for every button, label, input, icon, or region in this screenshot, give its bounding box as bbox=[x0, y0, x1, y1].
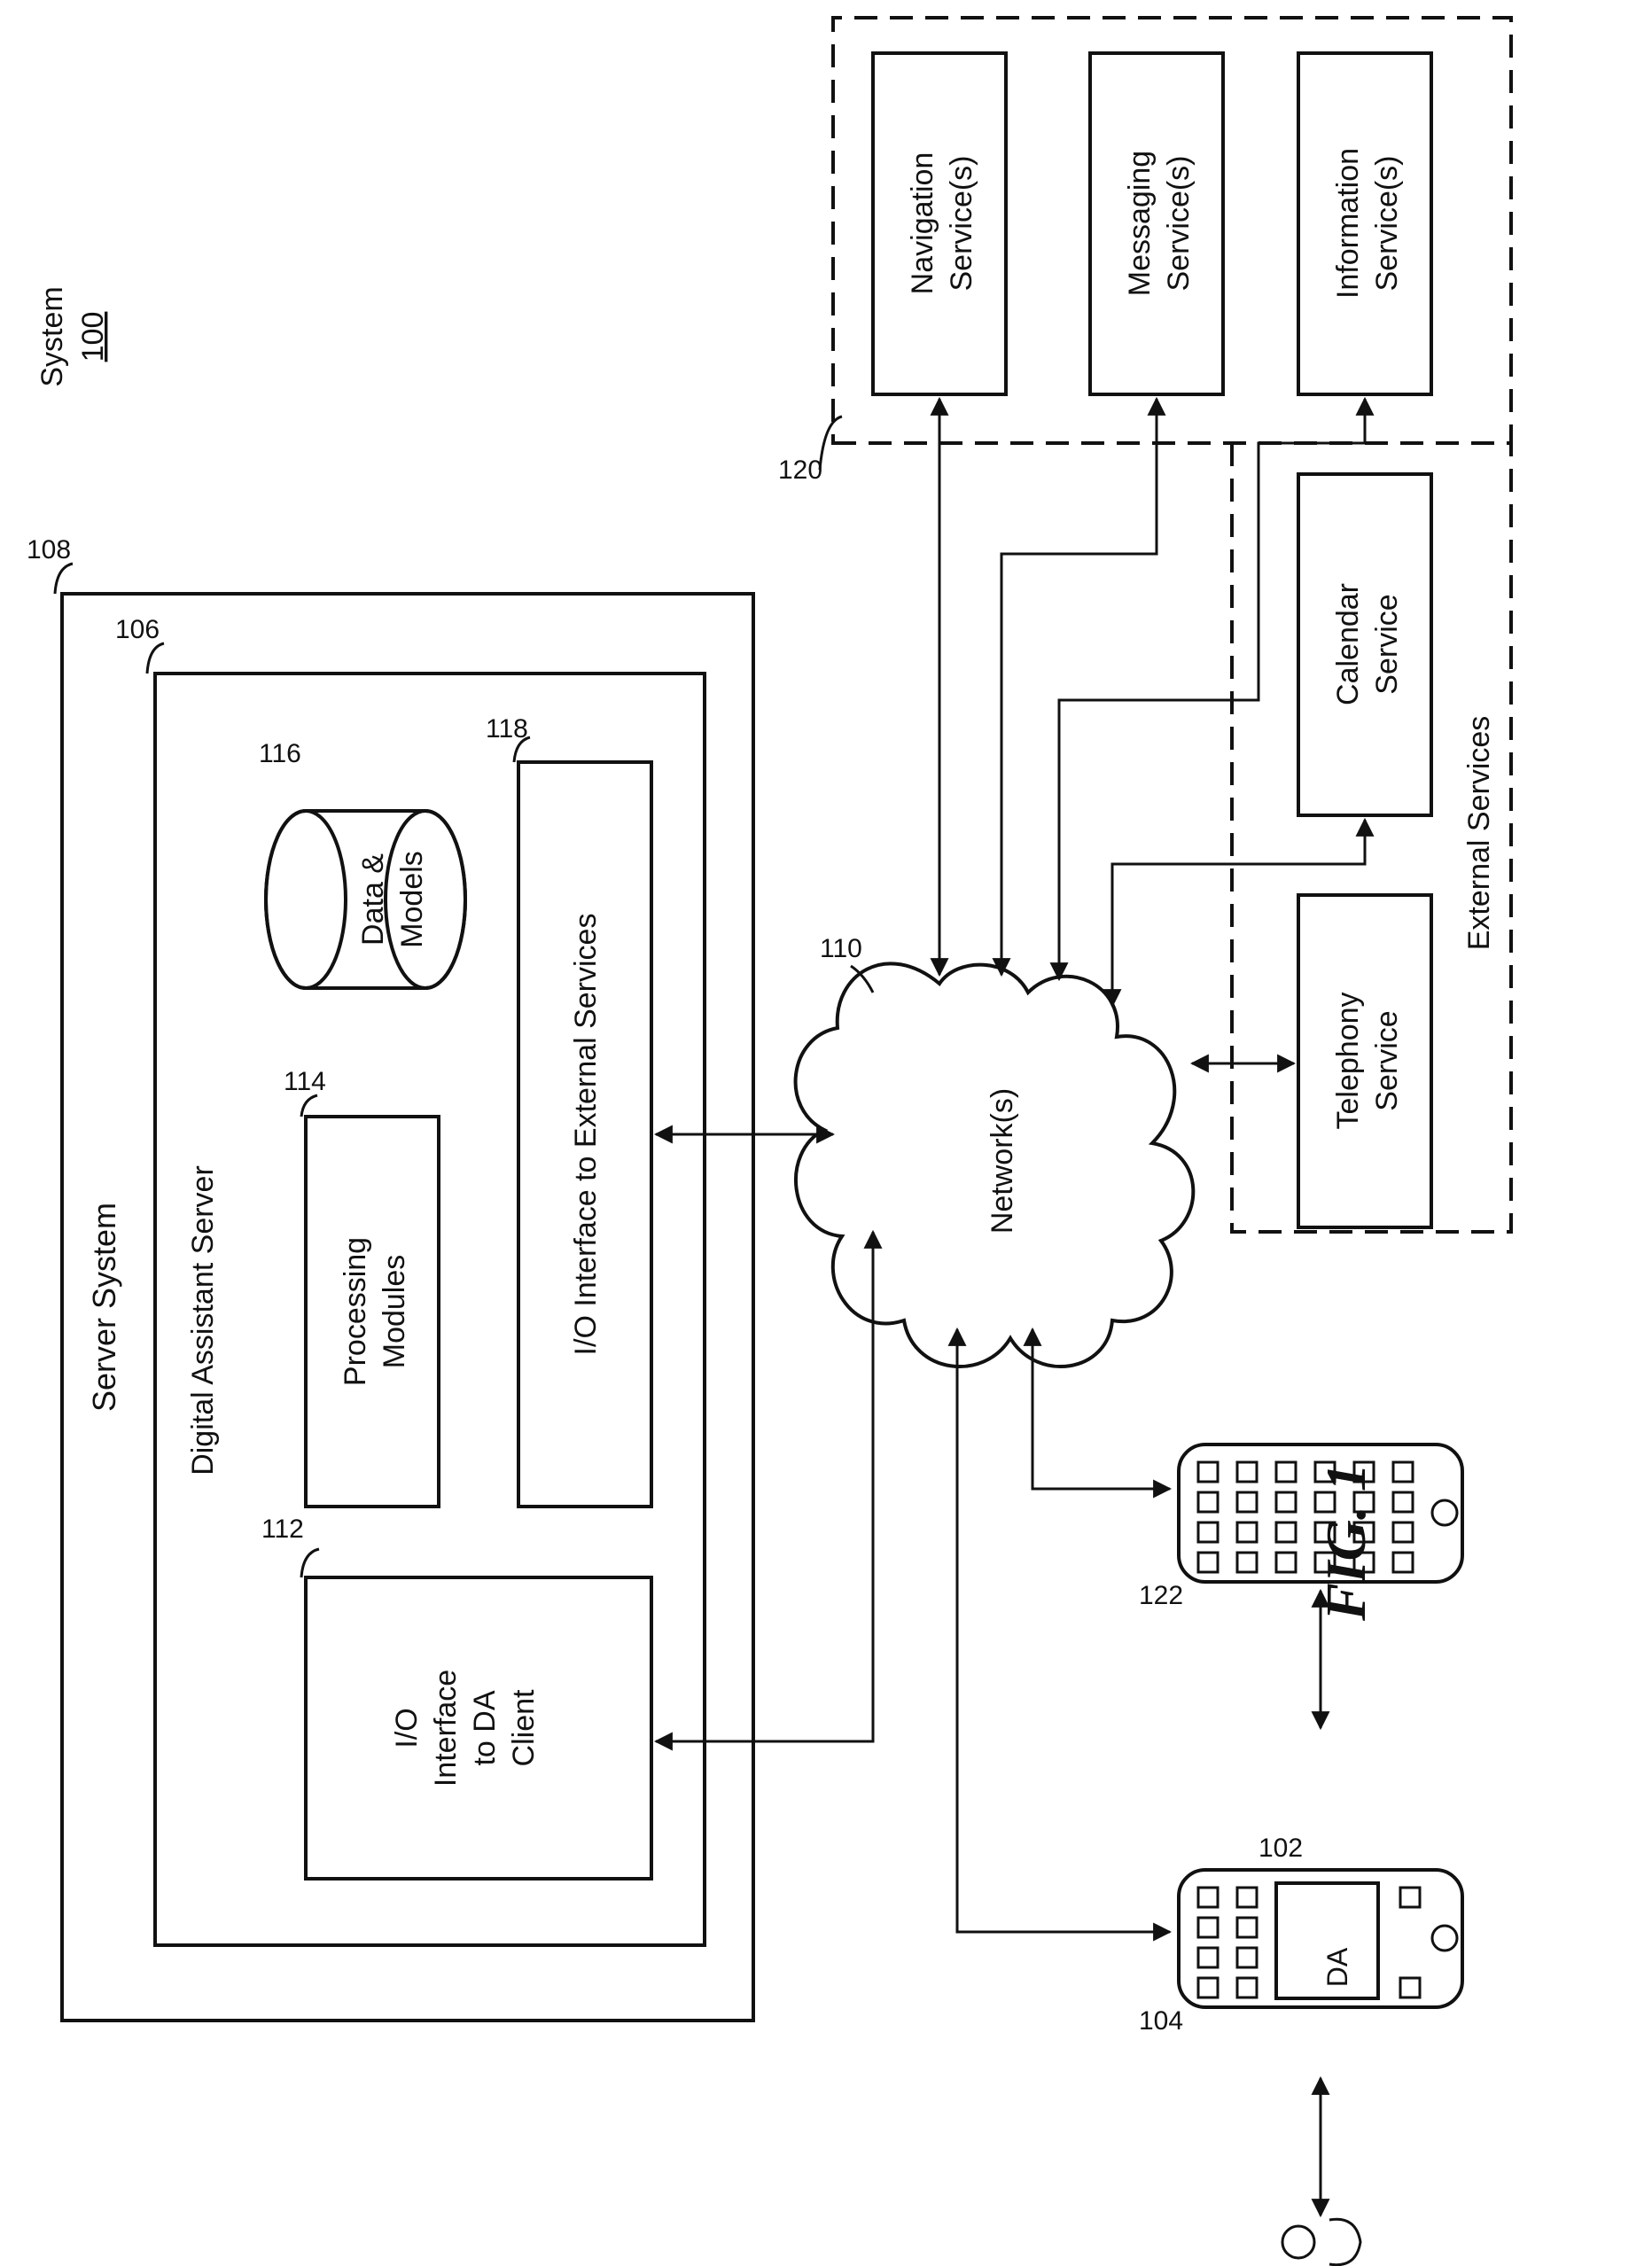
da-server-label: Digital Assistant Server bbox=[186, 1165, 220, 1476]
server-system-ref: 108 bbox=[27, 535, 71, 565]
telephony-line1: Telephony bbox=[1331, 992, 1365, 1129]
ref-106-leader bbox=[147, 643, 164, 674]
messaging-line1: Messaging bbox=[1123, 151, 1157, 296]
messaging-line2: Service(s) bbox=[1162, 155, 1196, 291]
arrow-ioclient-network bbox=[656, 1232, 873, 1741]
external-services-label: External Services bbox=[1462, 716, 1496, 951]
io-external-ref: 118 bbox=[486, 714, 528, 744]
processing-line2: Modules bbox=[378, 1255, 411, 1369]
io-client-ref: 112 bbox=[261, 1515, 304, 1544]
device-104-ref: 104 bbox=[1139, 2006, 1183, 2036]
io-client-line1: I/O bbox=[390, 1708, 424, 1748]
calendar-line1: Calendar bbox=[1331, 583, 1365, 705]
calendar-box bbox=[1298, 474, 1431, 815]
calendar-line2: Service bbox=[1370, 594, 1404, 694]
ref-112-leader bbox=[301, 1549, 319, 1577]
system-label: System bbox=[35, 286, 69, 386]
da-label: DA bbox=[1321, 1947, 1353, 1987]
information-line2: Service(s) bbox=[1370, 155, 1404, 291]
io-external-label: I/O Interface to External Services bbox=[569, 914, 603, 1356]
information-line1: Information bbox=[1331, 148, 1365, 299]
server-system-label: Server System bbox=[86, 1203, 122, 1412]
system-ref: 100 bbox=[76, 312, 110, 362]
information-box bbox=[1298, 53, 1431, 394]
processing-line1: Processing bbox=[339, 1237, 372, 1386]
io-client-line4: Client bbox=[507, 1689, 541, 1766]
network-label: Network(s) bbox=[986, 1088, 1019, 1234]
external-services-ref: 120 bbox=[778, 456, 822, 485]
figure-label: FIG. 1 bbox=[1314, 1463, 1377, 1622]
messaging-box bbox=[1090, 53, 1223, 394]
arrow-network-device104 bbox=[957, 1329, 1170, 1932]
arrow-network-calendar bbox=[1112, 820, 1365, 1006]
da-ref: 102 bbox=[1258, 1834, 1303, 1863]
arrow-network-messaging bbox=[1001, 399, 1157, 975]
data-models-line2: Models bbox=[395, 851, 429, 948]
data-models-line1: Data & bbox=[356, 853, 390, 946]
navigation-line2: Service(s) bbox=[945, 155, 978, 291]
ref-114-leader bbox=[301, 1095, 317, 1117]
device-122-ref: 122 bbox=[1139, 1581, 1183, 1610]
data-models-ref: 116 bbox=[259, 739, 301, 768]
processing-ref: 114 bbox=[284, 1067, 326, 1096]
arrow-network-information bbox=[1059, 399, 1365, 979]
telephony-box bbox=[1298, 895, 1431, 1227]
network-ref: 110 bbox=[820, 934, 862, 963]
navigation-box bbox=[873, 53, 1006, 394]
io-client-line2: Interface bbox=[429, 1670, 463, 1787]
da-server-ref: 106 bbox=[115, 615, 160, 644]
ref-108-leader bbox=[55, 564, 73, 594]
telephony-line2: Service bbox=[1370, 1010, 1404, 1110]
arrow-network-device122 bbox=[1032, 1329, 1170, 1489]
io-client-line3: to DA bbox=[468, 1690, 502, 1765]
user-icon bbox=[1282, 2219, 1360, 2264]
navigation-line1: Navigation bbox=[906, 152, 939, 295]
processing-box bbox=[306, 1117, 439, 1507]
device-104 bbox=[1179, 1870, 1462, 2007]
